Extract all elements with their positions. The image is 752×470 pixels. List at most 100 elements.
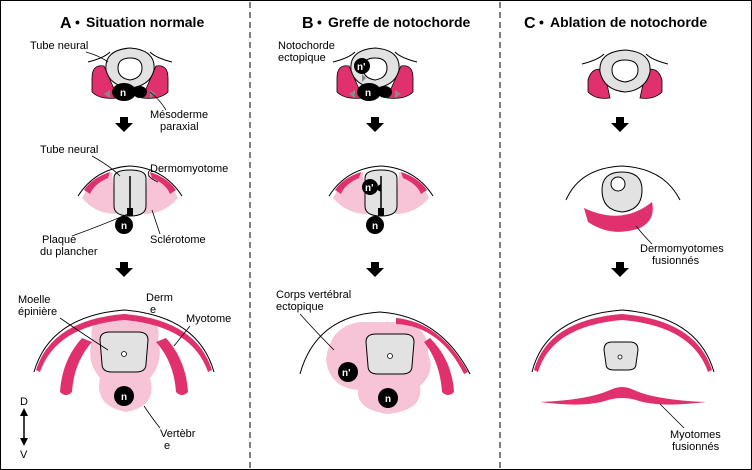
b2-dermomyotome-right: [401, 172, 427, 194]
a2-label-sclerotome: Sclérotome: [150, 234, 206, 246]
c3-dermis: [534, 314, 712, 372]
c3-central-canal: [617, 354, 623, 360]
a1-arrow-left: [104, 90, 110, 98]
a1-leader-tube-neural: [85, 51, 109, 63]
c2-ectoderm: [565, 165, 681, 201]
svg-text:•: •: [317, 14, 322, 30]
c3-label-myo-1: Myotomes: [670, 429, 721, 441]
dorsal-ventral-axis: D V: [20, 396, 28, 461]
b1-ectopic-notochord: [354, 58, 370, 74]
a2-leader-dermomyotome: [147, 169, 159, 183]
a3-central-canal: [121, 351, 127, 357]
b3-leader-corps: [299, 313, 335, 351]
a2-label-plaque-1: Plaque: [42, 234, 76, 246]
b1-arrow-ectopic: [362, 74, 366, 82]
a3-notochord: [114, 386, 134, 406]
b2-floor-plate: [378, 208, 384, 216]
a2-label-dermomyotome: Dermomyotome: [150, 163, 228, 175]
a1-notochord: [112, 83, 136, 101]
a2-dermomyotome-right: [150, 172, 176, 194]
b2-sclerotome-right: [395, 172, 429, 214]
a3-label-moelle-1: Moelle: [18, 294, 50, 306]
a2-label-tube-neural: Tube neural: [40, 144, 98, 156]
panel-title-a: A • Situation normale: [60, 14, 204, 32]
c3-leader-myo: [659, 403, 685, 429]
a2-leader-sclerotome: [151, 209, 161, 235]
a-arrow-2: [115, 262, 133, 277]
a3-label-vertebre-1: Vertèbr: [160, 428, 196, 440]
b2-notochord: [366, 216, 384, 234]
b3-central-canal: [387, 353, 393, 359]
a2-sclerotome-left: [82, 172, 116, 214]
axis-arrow-up: [20, 408, 28, 416]
a2-sclerotome-right: [144, 172, 178, 214]
c-arrow-1: [611, 117, 629, 132]
a2-ectoderm: [77, 165, 183, 197]
a3-myotome-right: [156, 338, 188, 395]
a3-n-label: n: [121, 392, 127, 403]
a1-n-label: n: [120, 88, 126, 99]
a2-label-plaque-2: du plancher: [40, 246, 98, 258]
axis-label-ventral: V: [20, 449, 28, 461]
c3-fused-myotomes: [540, 387, 706, 405]
svg-text:C: C: [524, 15, 536, 32]
a1-label-mesoderme-2: paraxial: [160, 121, 199, 133]
b-stage3-embryo: n' n: [299, 311, 471, 414]
b1-notochord: [357, 83, 381, 101]
svg-text:•: •: [75, 14, 80, 30]
b-stage1-embryo: n' n: [332, 47, 418, 101]
a-arrow-1: [115, 117, 133, 132]
c1-ectoderm-right: [645, 53, 669, 65]
c3-ectoderm: [531, 309, 715, 373]
a1-neural-tube: [105, 47, 155, 89]
a3-leader-moelle: [59, 317, 109, 351]
c2-label-dermo-2: fusionnés: [652, 255, 700, 267]
b1-label-notochorde-1: Notochorde: [278, 40, 335, 52]
b3-n-label: n: [385, 394, 391, 405]
c2-label-dermo-1: Dermomyotomes: [640, 243, 724, 255]
a1-notochord-lobe: [133, 86, 147, 98]
c1-neural-tube: [599, 49, 651, 93]
b2-ectopic-notochord: [362, 179, 378, 195]
b3-dermis-right: [396, 318, 468, 374]
a-stage2-embryo: n: [77, 165, 183, 234]
c-stage2-embryo: [565, 165, 681, 232]
a3-dermis: [36, 314, 212, 372]
panel-title-b: B • Greffe de notochorde: [302, 14, 471, 32]
c1-ectoderm-left: [581, 53, 605, 65]
b-arrow-2: [366, 262, 384, 277]
b1-arrow-left: [349, 90, 355, 98]
a2-notochord: [115, 216, 133, 234]
c3-label-myo-2: fusionnés: [672, 441, 720, 453]
b2-nprime-label: n': [365, 183, 374, 194]
svg-text:Situation normale: Situation normale: [86, 14, 204, 30]
a-stage1-embryo: n: [87, 47, 173, 101]
a2-dermomyotome-left: [84, 172, 110, 194]
a1-ectoderm: [87, 51, 111, 63]
axis-arrow-down: [20, 438, 28, 446]
b1-notochord-lobe: [378, 86, 392, 98]
axis-label-dorsal: D: [20, 396, 28, 408]
b-stage2-embryo: n' n: [328, 165, 434, 234]
b1-label-notochorde-2: ectopique: [278, 52, 326, 64]
b1-n-label: n: [365, 88, 371, 99]
svg-text:•: •: [539, 14, 544, 30]
a2-floor-plate: [127, 208, 133, 216]
a3-label-myotome: Myotome: [186, 313, 231, 325]
a1-leader-mesoderme: [149, 91, 167, 111]
a1-label-tube-neural: Tube neural: [30, 40, 88, 52]
b1-arrow-right: [395, 90, 401, 98]
c2-neural-canal: [610, 176, 626, 192]
b1-ectoderm-left: [332, 51, 356, 63]
c2-fused-dermomyotome: [584, 202, 653, 232]
b3-notochord: [378, 388, 398, 408]
b1-ectoderm-right: [394, 51, 418, 63]
b3-ectoderm: [299, 311, 471, 375]
a3-leader-myotome: [173, 325, 191, 347]
a1-label-mesoderme-1: Mésoderme: [150, 109, 208, 121]
b2-ectoderm: [328, 165, 434, 197]
svg-text:A: A: [60, 15, 72, 32]
panel-title-c: C • Ablation de notochorde: [524, 14, 707, 32]
c-arrow-2: [611, 262, 629, 277]
